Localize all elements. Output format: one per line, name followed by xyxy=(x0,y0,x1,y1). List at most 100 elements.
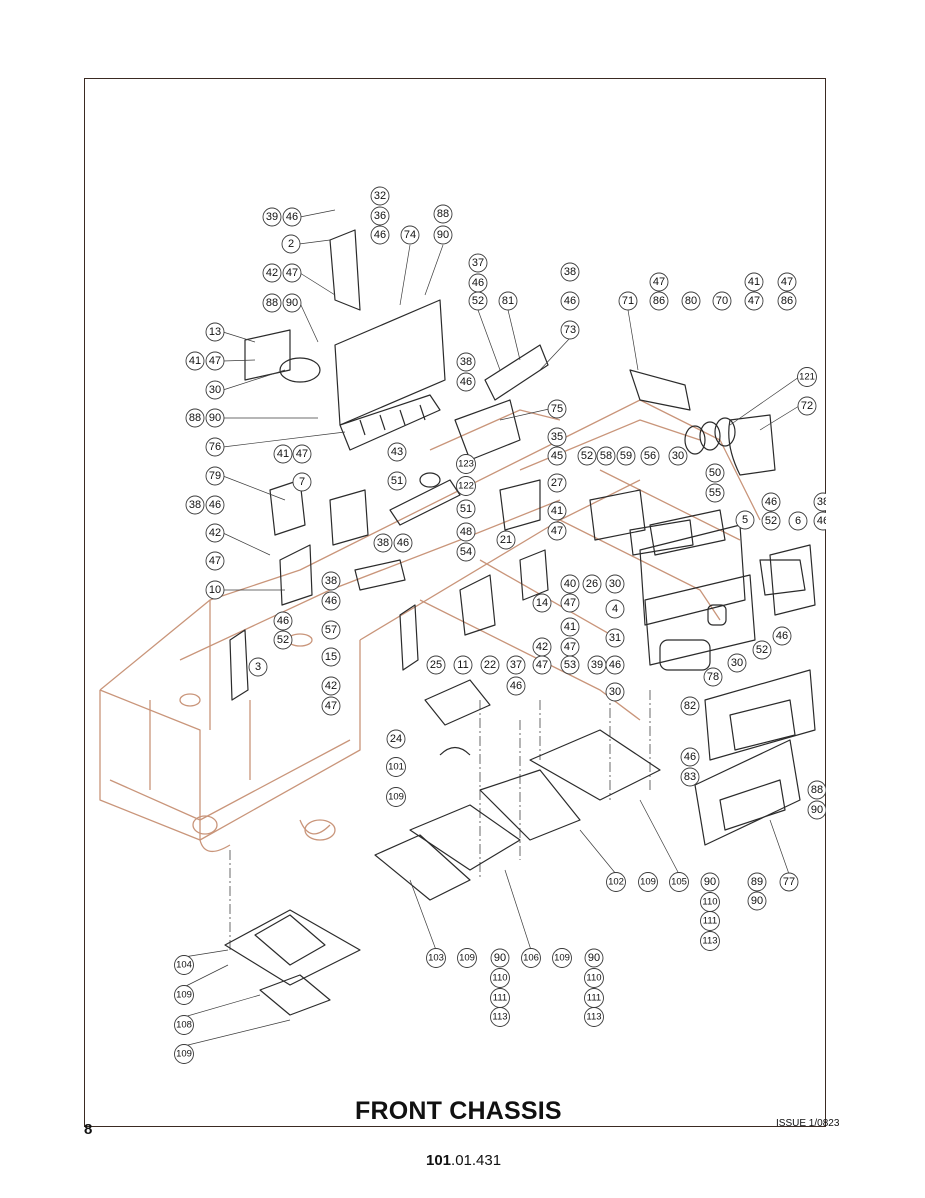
callout-circle xyxy=(788,511,808,531)
callout-number: 39 xyxy=(266,211,278,223)
callout-circle xyxy=(605,599,625,619)
callout-circle xyxy=(777,291,797,311)
callout-111: 111 xyxy=(490,988,510,1008)
callout-number: 72 xyxy=(801,400,813,412)
callout-circle xyxy=(605,574,625,594)
callout-circle xyxy=(386,757,406,777)
callout-52: 52 xyxy=(273,630,293,650)
callout-109: 109 xyxy=(638,872,658,892)
callout-number: 121 xyxy=(799,372,815,383)
callout-number: 47 xyxy=(296,448,308,460)
callout-number: 111 xyxy=(703,916,717,927)
callout-42: 42 xyxy=(532,637,552,657)
callout-70: 70 xyxy=(712,291,732,311)
callout-circle xyxy=(248,657,268,677)
callout-72: 72 xyxy=(797,396,817,416)
callout-circle xyxy=(370,206,390,226)
callout-circle xyxy=(205,551,225,571)
callout-circle xyxy=(700,872,720,892)
callout-circle xyxy=(205,408,225,428)
callout-111: 111 xyxy=(584,988,604,1008)
callout-number: 106 xyxy=(523,953,539,964)
callout-number: 101 xyxy=(388,762,404,773)
callout-number: 3 xyxy=(255,661,261,673)
callout-circle xyxy=(547,473,567,493)
callout-number: 46 xyxy=(397,537,409,549)
callout-number: 32 xyxy=(374,190,386,202)
callout-number: 52 xyxy=(277,634,289,646)
callout-59: 59 xyxy=(616,446,636,466)
callout-circle xyxy=(386,787,406,807)
callout-circle xyxy=(584,1007,604,1027)
callout-circle xyxy=(373,533,393,553)
callout-circle xyxy=(606,872,626,892)
callout-number: 38 xyxy=(564,266,576,278)
callout-number: 51 xyxy=(391,475,403,487)
callout-circle xyxy=(456,499,476,519)
callout-number: 109 xyxy=(554,953,570,964)
callout-35: 35 xyxy=(547,427,567,447)
callout-88: 88 xyxy=(262,293,282,313)
callout-circle xyxy=(807,800,826,820)
callout-circle xyxy=(185,408,205,428)
callout-circle xyxy=(813,492,826,512)
callout-111: 111 xyxy=(700,911,720,931)
callout-number: 55 xyxy=(709,487,721,499)
callout-circle xyxy=(433,225,453,245)
callout-circle xyxy=(649,272,669,292)
callout-circle xyxy=(584,948,604,968)
callout-74: 74 xyxy=(400,225,420,245)
callout-circle xyxy=(456,476,476,496)
callout-circle xyxy=(547,521,567,541)
callout-circle xyxy=(747,872,767,892)
callout-30: 30 xyxy=(727,653,747,673)
callout-circle xyxy=(433,204,453,224)
callout-90: 90 xyxy=(205,408,225,428)
callout-circle xyxy=(400,225,420,245)
callout-88: 88 xyxy=(185,408,205,428)
callout-27: 27 xyxy=(547,473,567,493)
callout-86: 86 xyxy=(777,291,797,311)
callout-number: 90 xyxy=(437,229,449,241)
callout-number: 52 xyxy=(581,450,593,462)
callout-number: 47 xyxy=(209,355,221,367)
callout-number: 41 xyxy=(551,505,563,517)
callout-47: 47 xyxy=(282,263,302,283)
callout-number: 81 xyxy=(502,295,514,307)
callout-number: 90 xyxy=(588,952,600,964)
callout-105: 105 xyxy=(669,872,689,892)
callout-number: 10 xyxy=(209,584,221,596)
callout-circle xyxy=(752,640,772,660)
callout-circle xyxy=(605,655,625,675)
callout-number: 46 xyxy=(472,277,484,289)
callout-circle xyxy=(457,948,477,968)
callout-circle xyxy=(681,291,701,311)
callout-number: 11 xyxy=(457,659,468,671)
callout-30: 30 xyxy=(668,446,688,466)
callout-3: 3 xyxy=(248,657,268,677)
callout-number: 43 xyxy=(391,446,403,458)
callout-30: 30 xyxy=(205,380,225,400)
callout-circle xyxy=(547,427,567,447)
callout-circle xyxy=(262,207,282,227)
callout-circle xyxy=(700,931,720,951)
callout-number: 46 xyxy=(460,376,472,388)
callout-55: 55 xyxy=(705,483,725,503)
callout-circle xyxy=(668,446,688,466)
callout-38: 38 xyxy=(321,571,341,591)
document-code-rest: .01.431 xyxy=(451,1152,502,1169)
callout-circle xyxy=(386,729,406,749)
callout-circle xyxy=(560,593,580,613)
issue-label: ISSUE 1/0823 xyxy=(776,1118,840,1129)
callout-47: 47 xyxy=(292,444,312,464)
callout-circle xyxy=(761,511,781,531)
callout-104: 104 xyxy=(174,955,194,975)
callout-57: 57 xyxy=(321,620,341,640)
callout-90: 90 xyxy=(282,293,302,313)
callout-circle xyxy=(321,696,341,716)
exploded-parts-diagram: 3239463688467490237384247464741475281467… xyxy=(99,186,826,1064)
callout-number: 40 xyxy=(564,578,576,590)
callout-73: 73 xyxy=(560,320,580,340)
callout-circle xyxy=(456,454,476,474)
callout-circle xyxy=(797,396,817,416)
